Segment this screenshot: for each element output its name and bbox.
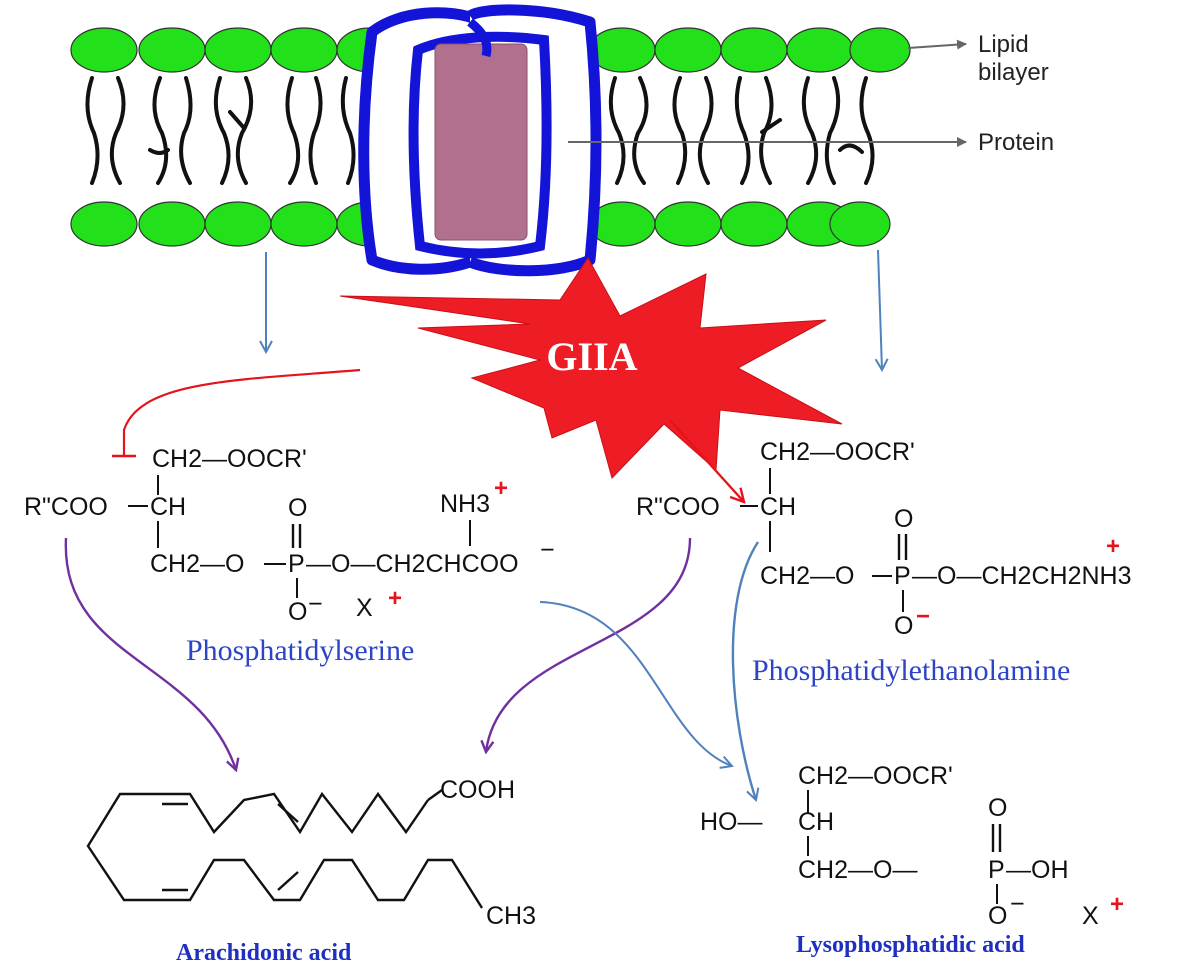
protein-label: Protein: [978, 129, 1054, 156]
pe-rcoo: R"COO: [636, 493, 720, 521]
ps-nh3-charge: +: [494, 475, 508, 502]
pe-o-charge: −: [916, 603, 930, 630]
lipid-tails-left: [85, 76, 356, 185]
lipid-bilayer-pointer: [907, 39, 967, 50]
aa-ch3: CH3: [486, 902, 536, 930]
ps-rcoo: R"COO: [24, 493, 108, 521]
giia-to-ps-arrow: [122, 368, 361, 456]
ps-o-charge: −: [308, 590, 323, 618]
lpa-oh: —OH: [1006, 856, 1069, 884]
pe-name: Phosphatidylethanolamine: [752, 654, 1070, 687]
giia-to-pe-arrow: [669, 419, 744, 502]
ps-coo-charge: −: [540, 536, 555, 564]
lpa-ch2-ooc: CH2—OOCR': [798, 762, 953, 790]
giia-label: GIIA: [546, 334, 637, 379]
lpa-o-minus: O: [988, 902, 1007, 930]
pe-to-arachidonic-arrow: [486, 537, 692, 752]
lipid-bilayer-label-line2: bilayer: [978, 59, 1049, 86]
lpa-o-charge: −: [1010, 890, 1025, 918]
pe-phosphorus: P: [894, 562, 911, 590]
arachidonic-acid: COOH CH3 Arachidonic acid: [86, 776, 536, 966]
ps-serine-chain: —O—CH2CHCOO: [306, 550, 519, 578]
pe-ch: CH: [760, 493, 796, 521]
lpa-o-top: O: [988, 794, 1007, 822]
ps-name: Phosphatidylserine: [186, 634, 414, 667]
lpa-counter-ion: X: [1082, 902, 1099, 930]
ps-o-top: O: [288, 494, 307, 522]
head-groups-bottom: [70, 201, 891, 247]
ps-phosphorus: P: [288, 550, 305, 578]
aa-cooh: COOH: [440, 776, 515, 804]
lpa-ch: CH: [798, 808, 834, 836]
lpa-ch2-o: CH2—O—: [798, 856, 917, 884]
ps-counter-charge: +: [388, 585, 402, 612]
pe-ch2-o: CH2—O: [760, 562, 854, 590]
aa-name: Arachidonic acid: [176, 940, 352, 966]
arrow-membrane-to-pe: [878, 249, 882, 370]
pe-to-lpa-arrow: [731, 541, 758, 800]
pe-o-top: O: [894, 505, 913, 533]
lipid-bilayer: Lipid bilayer Protein: [70, 4, 1054, 277]
phosphatidylethanolamine: CH2—OOCR' R"COO CH CH2—O P O O − —O—CH2C…: [636, 438, 1131, 687]
membrane-protein: [358, 4, 602, 277]
pe-nh3-charge: +: [1106, 533, 1120, 560]
lpa-ho: HO—: [700, 808, 763, 836]
ps-ch2-o: CH2—O: [150, 550, 244, 578]
lipid-tails-right: [608, 76, 875, 185]
lysophosphatidic-acid: CH2—OOCR' HO— CH CH2—O— P —OH O O − X + …: [700, 762, 1124, 958]
ps-to-arachidonic-arrow: [64, 537, 236, 770]
phosphatidylserine: CH2—OOCR' R"COO CH CH2—O P O O − —O—CH2C…: [24, 445, 555, 667]
ps-ch: CH: [150, 493, 186, 521]
ps-to-lpa-arrow: [539, 601, 732, 766]
lpa-name: Lysophosphatidic acid: [796, 932, 1025, 958]
ps-counter-ion: X: [356, 594, 373, 622]
ps-ch2-ooc: CH2—OOCR': [152, 445, 307, 473]
ps-o-minus: O: [288, 598, 307, 626]
lipid-bilayer-label-line1: Lipid: [978, 31, 1029, 58]
giia-enzyme: GIIA: [339, 257, 843, 479]
lpa-counter-charge: +: [1110, 891, 1124, 918]
pe-ethanolamine-chain: —O—CH2CH2NH3: [912, 562, 1131, 590]
lpa-phosphorus: P: [988, 856, 1005, 884]
ps-nh3: NH3: [440, 490, 490, 518]
pe-o-minus: O: [894, 612, 913, 640]
pe-ch2-ooc: CH2—OOCR': [760, 438, 915, 466]
